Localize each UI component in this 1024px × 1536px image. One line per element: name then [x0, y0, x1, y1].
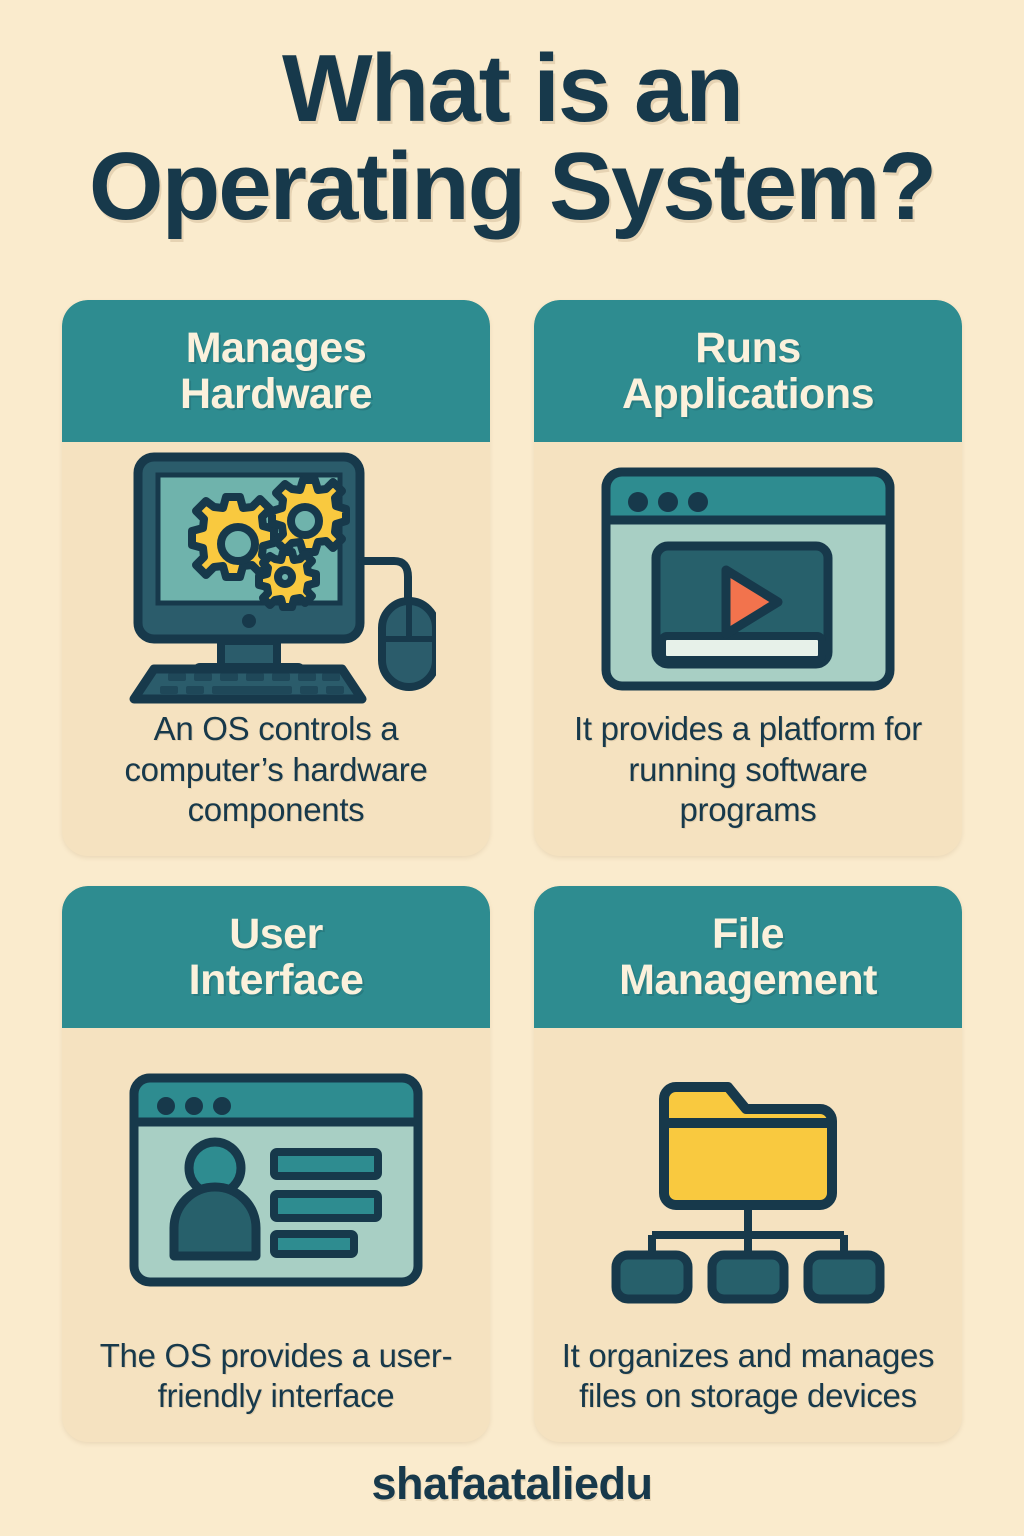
card-header-line-1: File: [711, 909, 785, 958]
ui-profile-window-icon: [129, 1073, 423, 1287]
computer-gears-icon: [129, 452, 436, 704]
page-title-line-1: What is an: [281, 35, 744, 142]
feature-card-grid: Manages Hardware: [62, 300, 962, 1442]
storage-node-1: [611, 1250, 693, 1304]
card-header-user-interface: User Interface: [62, 886, 490, 1028]
card-header-line-2: Management: [619, 956, 877, 1004]
card-header-line-2: Applications: [621, 370, 875, 418]
window-dot-1: [157, 1096, 175, 1115]
folder-tree-icon: [611, 1081, 885, 1304]
window-dot-3: [213, 1096, 231, 1115]
card-caption: It provides a platform for running softw…: [573, 710, 922, 828]
footer-handle: shafaataliedu: [371, 1458, 653, 1509]
card-header-runs-applications: Runs Applications: [534, 300, 962, 442]
window-dot-2: [185, 1096, 203, 1115]
window-dot-2: [658, 491, 678, 512]
card-runs-applications[interactable]: Runs Applications: [534, 300, 962, 856]
page-title: What is an Operating System?: [0, 40, 1024, 236]
card-header-line-1: Runs: [695, 323, 801, 372]
card-user-interface[interactable]: User Interface: [62, 886, 490, 1442]
storage-node-3: [803, 1250, 885, 1304]
card-header-manages-hardware: Manages Hardware: [62, 300, 490, 442]
page-title-line-2: Operating System?: [88, 132, 937, 240]
card-icon-slot: [534, 1028, 962, 1336]
window-dot-1: [628, 491, 648, 512]
card-header-line-2: Interface: [188, 956, 364, 1004]
card-caption: It organizes and manages files on storag…: [561, 1336, 935, 1414]
window-dot-3: [688, 491, 708, 512]
card-header-line-1: Manages: [185, 323, 367, 372]
card-header-text: User Interface: [188, 909, 364, 1004]
card-header-text: Runs Applications: [621, 323, 875, 418]
card-header-line-1: User: [229, 909, 323, 958]
form-bar-1: [270, 1147, 382, 1180]
avatar-body: [169, 1182, 261, 1261]
form-bar-2: [270, 1189, 382, 1222]
storage-node-2: [707, 1250, 789, 1304]
card-icon-slot: [62, 442, 490, 709]
card-manages-hardware[interactable]: Manages Hardware: [62, 300, 490, 856]
card-file-management[interactable]: File Management: [534, 886, 962, 1442]
card-caption: The OS provides a user-friendly interfac…: [99, 1336, 453, 1414]
card-header-line-2: Hardware: [180, 370, 372, 418]
card-icon-slot: [62, 1028, 490, 1336]
app-window-play-icon: [601, 467, 895, 691]
card-caption: An OS controls a computer’s hardware com…: [124, 710, 428, 828]
card-header-text: File Management: [619, 909, 877, 1004]
form-bar-3: [270, 1229, 358, 1258]
folder-shape: [659, 1081, 837, 1210]
card-icon-slot: [534, 442, 962, 709]
card-header-text: Manages Hardware: [180, 323, 372, 418]
card-header-file-management: File Management: [534, 886, 962, 1028]
